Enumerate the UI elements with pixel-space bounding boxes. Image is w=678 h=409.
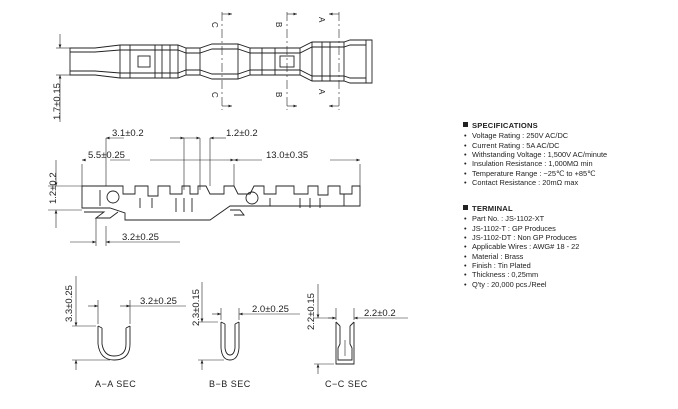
- dim-label-top-height: 1.7±0.15: [52, 83, 63, 120]
- terminal-item: Finish : Tin Plated: [463, 261, 579, 271]
- spec-item: Withstanding Voltage : 1,500V AC/minute: [463, 150, 607, 160]
- dim-top-height: [56, 34, 70, 122]
- section-label-a: A−A SEC: [95, 379, 136, 389]
- terminal-item: JS-1102-T : GP Produces: [463, 224, 579, 234]
- top-view: [69, 39, 373, 84]
- specifications-list: Voltage Rating : 250V AC/DC Current Rati…: [463, 131, 607, 187]
- specifications-heading: SPECIFICATIONS: [463, 121, 607, 130]
- terminal-item: Thickness : 0,25mm: [463, 270, 579, 280]
- dim-label-a-width: 3.2±0.25: [140, 296, 177, 307]
- section-b-dims: [198, 282, 300, 370]
- section-a-view: [97, 325, 131, 361]
- dim-label-b-width: 2.0±0.25: [252, 304, 289, 315]
- terminal-item: Part No. : JS-1102-XT: [463, 214, 579, 224]
- terminal-title: TERMINAL: [472, 204, 513, 213]
- dim-label-b-height: 2.3±0.15: [191, 289, 202, 326]
- spec-item: Contact Resistance : 20mΩ max: [463, 178, 607, 188]
- section-b-view: [220, 321, 240, 361]
- dim-label-3-2-bottom: 3.2±0.25: [122, 232, 159, 243]
- terminal-item: Material : Brass: [463, 252, 579, 262]
- dim-label-1-2-top: 1.2±0.2: [226, 128, 258, 139]
- section-a-dims: [72, 276, 186, 370]
- section-label-c: C−C SEC: [325, 379, 368, 389]
- section-c-dims: [314, 284, 408, 374]
- spec-item: Insulation Resistance : 1,000MΩ min: [463, 159, 607, 169]
- cut-marker-b-top: B: [274, 22, 283, 27]
- dim-label-3-1: 3.1±0.2: [112, 128, 144, 139]
- dim-label-a-height: 3.3±0.25: [64, 285, 75, 322]
- section-label-b: B−B SEC: [209, 379, 251, 389]
- specifications-block: SPECIFICATIONS Voltage Rating : 250V AC/…: [463, 121, 607, 188]
- spec-item: Temperature Range : −25℃ to +85℃: [463, 169, 607, 179]
- terminal-block: TERMINAL Part No. : JS-1102-XT JS-1102-T…: [463, 204, 579, 289]
- section-markers: C C B B A A: [210, 17, 326, 98]
- cut-marker-a-bottom: A: [317, 89, 326, 95]
- terminal-list: Part No. : JS-1102-XT JS-1102-T : GP Pro…: [463, 214, 579, 289]
- spec-item: Voltage Rating : 250V AC/DC: [463, 131, 607, 141]
- cut-marker-b-bottom: B: [274, 92, 283, 97]
- terminal-item: Q'ty : 20,000 pcs./Reel: [463, 280, 579, 290]
- terminal-heading: TERMINAL: [463, 204, 579, 213]
- spec-item: Current Rating : 5A AC/DC: [463, 141, 607, 151]
- square-bullet-icon: [463, 122, 468, 127]
- terminal-item: JS-1102-DT : Non GP Produces: [463, 233, 579, 243]
- cut-marker-c-bottom: C: [210, 92, 219, 98]
- section-c-view: [335, 321, 355, 365]
- specifications-title: SPECIFICATIONS: [472, 121, 538, 130]
- side-dim-lines: [48, 136, 361, 246]
- dim-label-13-0: 13.0±0.35: [266, 150, 308, 161]
- dim-label-5-5: 5.5±0.25: [88, 150, 125, 161]
- dim-label-c-width: 2.2±0.2: [364, 308, 396, 319]
- dim-label-c-height: 2.2±0.15: [306, 293, 317, 330]
- cut-marker-c-top: C: [210, 22, 219, 28]
- section-cut-lines: [221, 12, 340, 110]
- square-bullet-icon: [463, 205, 468, 210]
- side-view: [81, 185, 361, 221]
- terminal-item: Applicable Wires : AWG# 18 - 22: [463, 242, 579, 252]
- dim-label-1-2-side: 1.2±0.2: [48, 172, 59, 204]
- cut-marker-a-top: A: [317, 17, 326, 23]
